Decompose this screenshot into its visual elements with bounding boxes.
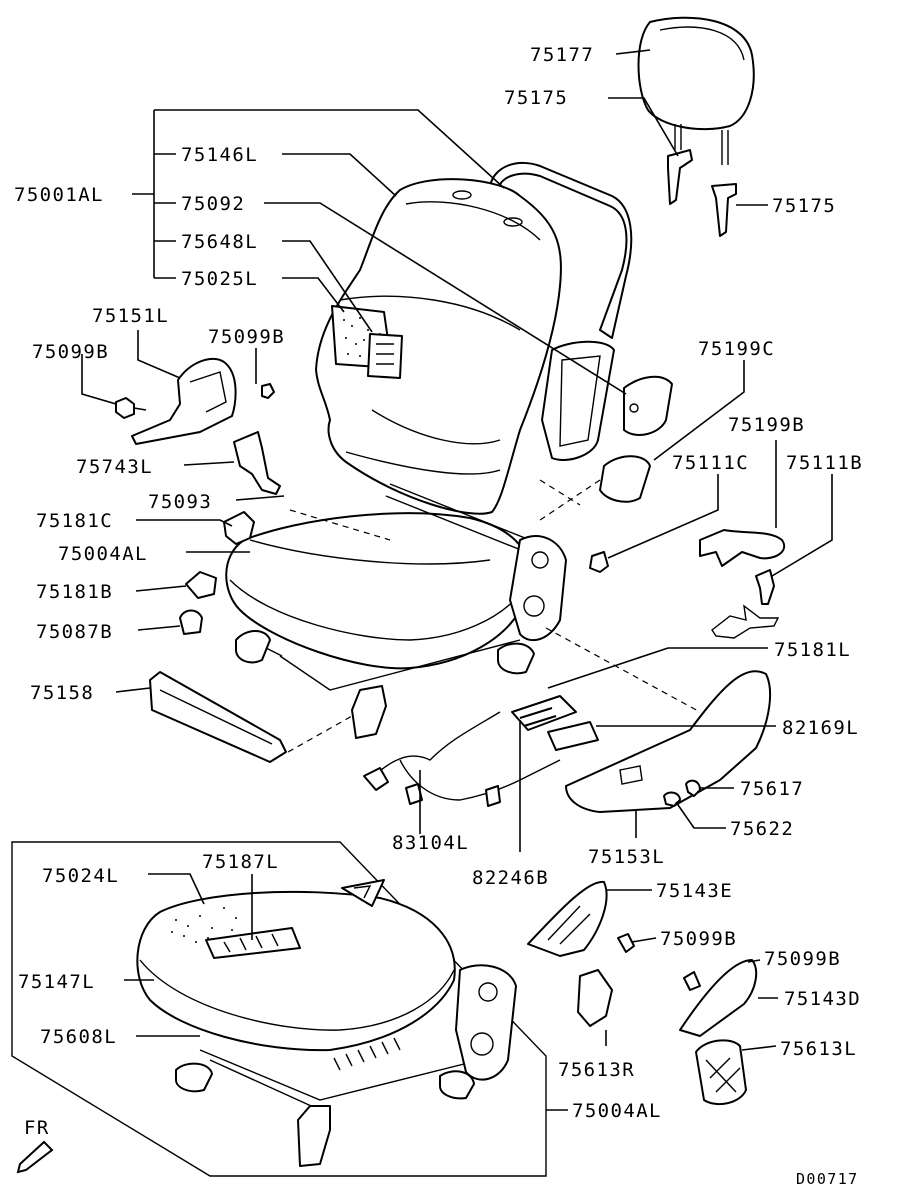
callout-75024L: 75024L (42, 865, 119, 887)
triangle-mark-icon (341, 879, 385, 907)
callout-75177: 75177 (530, 44, 594, 66)
wiring-harness-part (363, 695, 599, 807)
callout-75199B: 75199B (728, 414, 805, 436)
callout-75001AL: 75001AL (14, 184, 104, 206)
callout-75199C: 75199C (698, 338, 775, 360)
callout-75025L: 75025L (181, 268, 258, 290)
callout-75608L: 75608L (40, 1026, 117, 1048)
callout-82169L: 82169L (782, 717, 859, 739)
callout-75143E: 75143E (656, 880, 733, 902)
callout-75153L: 75153L (588, 846, 665, 868)
callout-75613R: 75613R (558, 1059, 635, 1081)
callout-75147L: 75147L (18, 971, 95, 993)
callout-75151L: 75151L (92, 305, 169, 327)
callout-75648L: 75648L (181, 231, 258, 253)
callout-83104L: 83104L (392, 832, 469, 854)
callout-75146L: 75146L (181, 144, 258, 166)
callout-75181L: 75181L (774, 639, 851, 661)
bolt-part (711, 569, 780, 639)
seat-back-part (315, 161, 633, 515)
callout-75087B: 75087B (36, 621, 113, 643)
side-shield-part (565, 670, 772, 813)
callout-75181B: 75181B (36, 581, 113, 603)
screw-part (115, 383, 609, 573)
lever-cover-part (699, 529, 785, 567)
direction-label: FR (24, 1117, 50, 1139)
callout-75093: 75093 (148, 491, 212, 513)
callout-75617: 75617 (740, 778, 804, 800)
headrest-guide-part (667, 149, 737, 237)
inset-frame (11, 841, 547, 1177)
clip-part (179, 511, 255, 635)
seat-belt-buckle-part (233, 431, 281, 495)
trim-part (149, 671, 287, 763)
callout-75187L: 75187L (202, 851, 279, 873)
reference-lines (287, 479, 701, 753)
callout-75743L: 75743L (76, 456, 153, 478)
callout-75099B: 75099B (660, 928, 737, 950)
callout-75143D: 75143D (784, 988, 861, 1010)
callout-75175: 75175 (504, 87, 568, 109)
callout-75092: 75092 (181, 193, 245, 215)
callout-75181C: 75181C (36, 510, 113, 532)
callout-75111B: 75111B (786, 452, 863, 474)
callout-75099B: 75099B (32, 341, 109, 363)
leader-lines (81, 49, 833, 1111)
callout-82246B: 82246B (472, 867, 549, 889)
headrest-part (637, 16, 755, 165)
side-cover-lower-part (527, 880, 758, 1106)
cover-part (599, 375, 673, 503)
front-direction-arrow-icon (16, 1140, 54, 1174)
side-cover-part (131, 357, 237, 445)
callout-75158: 75158 (30, 682, 94, 704)
callout-labels: 75177 75175 75175 75146L 75001AL 75092 7… (14, 44, 863, 1188)
callout-75622: 75622 (730, 818, 794, 840)
seat-cushion-part (225, 483, 567, 739)
callout-75111C: 75111C (672, 452, 749, 474)
callout-75004AL: 75004AL (572, 1100, 662, 1122)
seat-cushion-lower-part (136, 890, 517, 1167)
callout-75004AL: 75004AL (58, 543, 148, 565)
callout-75175: 75175 (772, 195, 836, 217)
diagram-id: D00717 (796, 1170, 859, 1187)
callout-75099B: 75099B (208, 326, 285, 348)
callout-75613L: 75613L (780, 1038, 857, 1060)
callout-75099B: 75099B (764, 948, 841, 970)
